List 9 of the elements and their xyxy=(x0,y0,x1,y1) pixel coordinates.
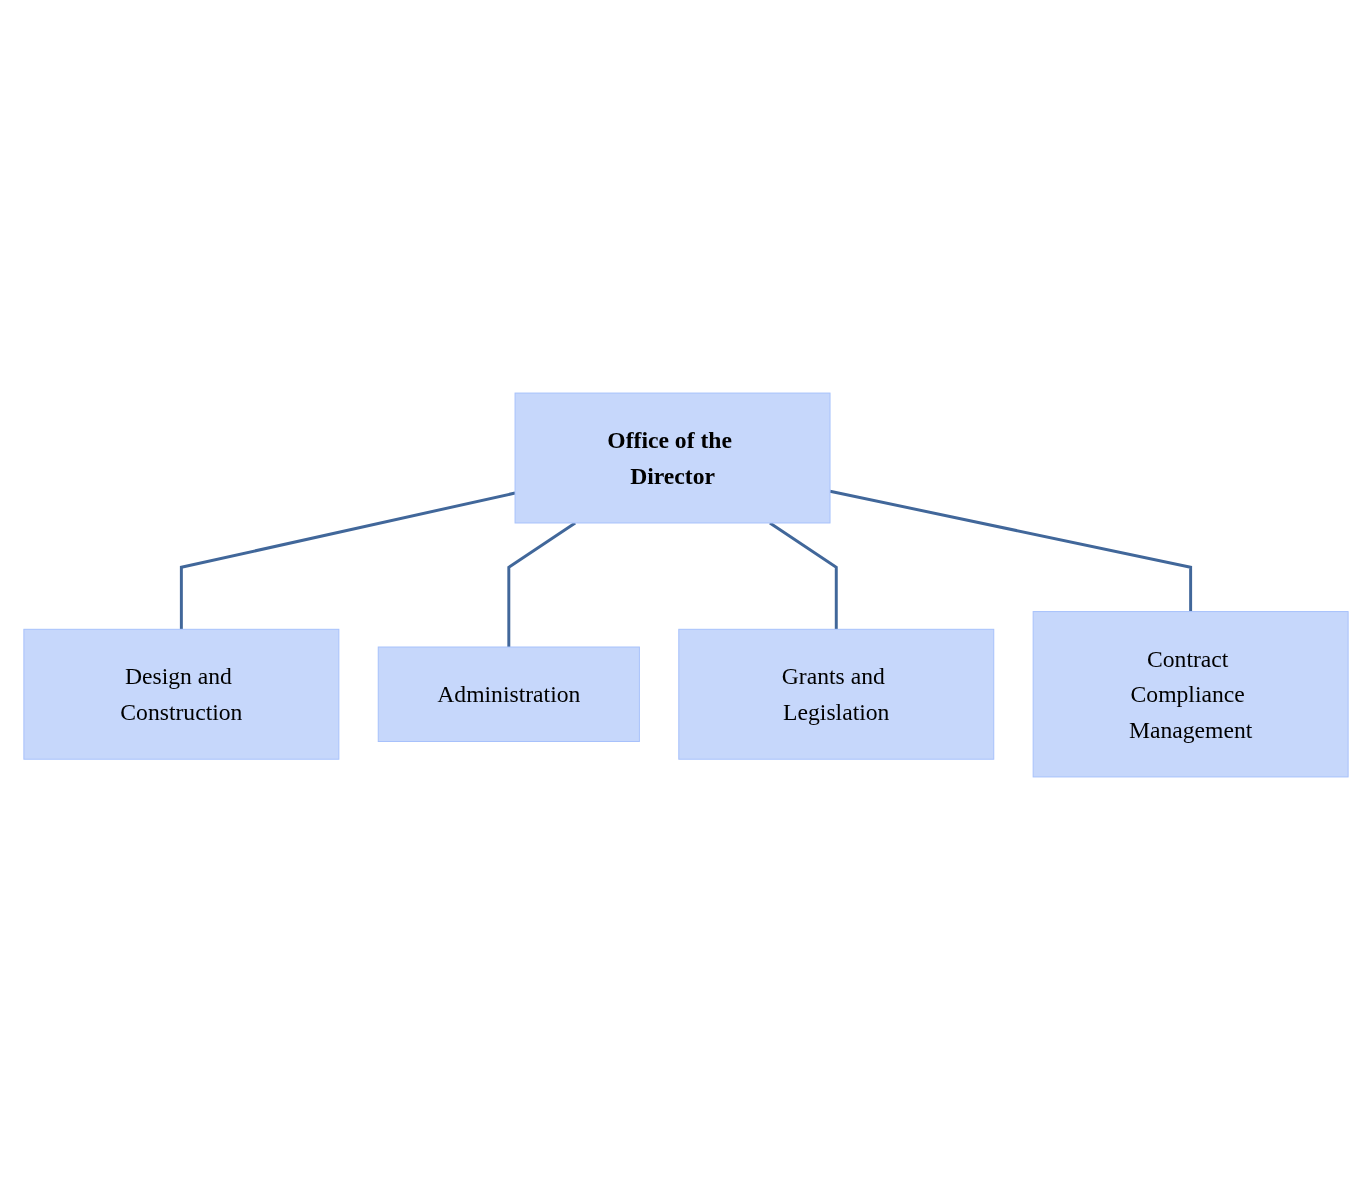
connector xyxy=(829,489,1193,612)
node-box: Grants and Legislation xyxy=(678,628,995,760)
node-box: Office of the Director xyxy=(514,392,831,524)
node-box: Design and Construction xyxy=(23,628,340,760)
connector xyxy=(507,521,576,647)
connector xyxy=(769,521,838,630)
node-box: Administration xyxy=(377,646,640,742)
node-box: Contract Compliance Management xyxy=(1032,611,1349,778)
connector xyxy=(179,491,516,630)
